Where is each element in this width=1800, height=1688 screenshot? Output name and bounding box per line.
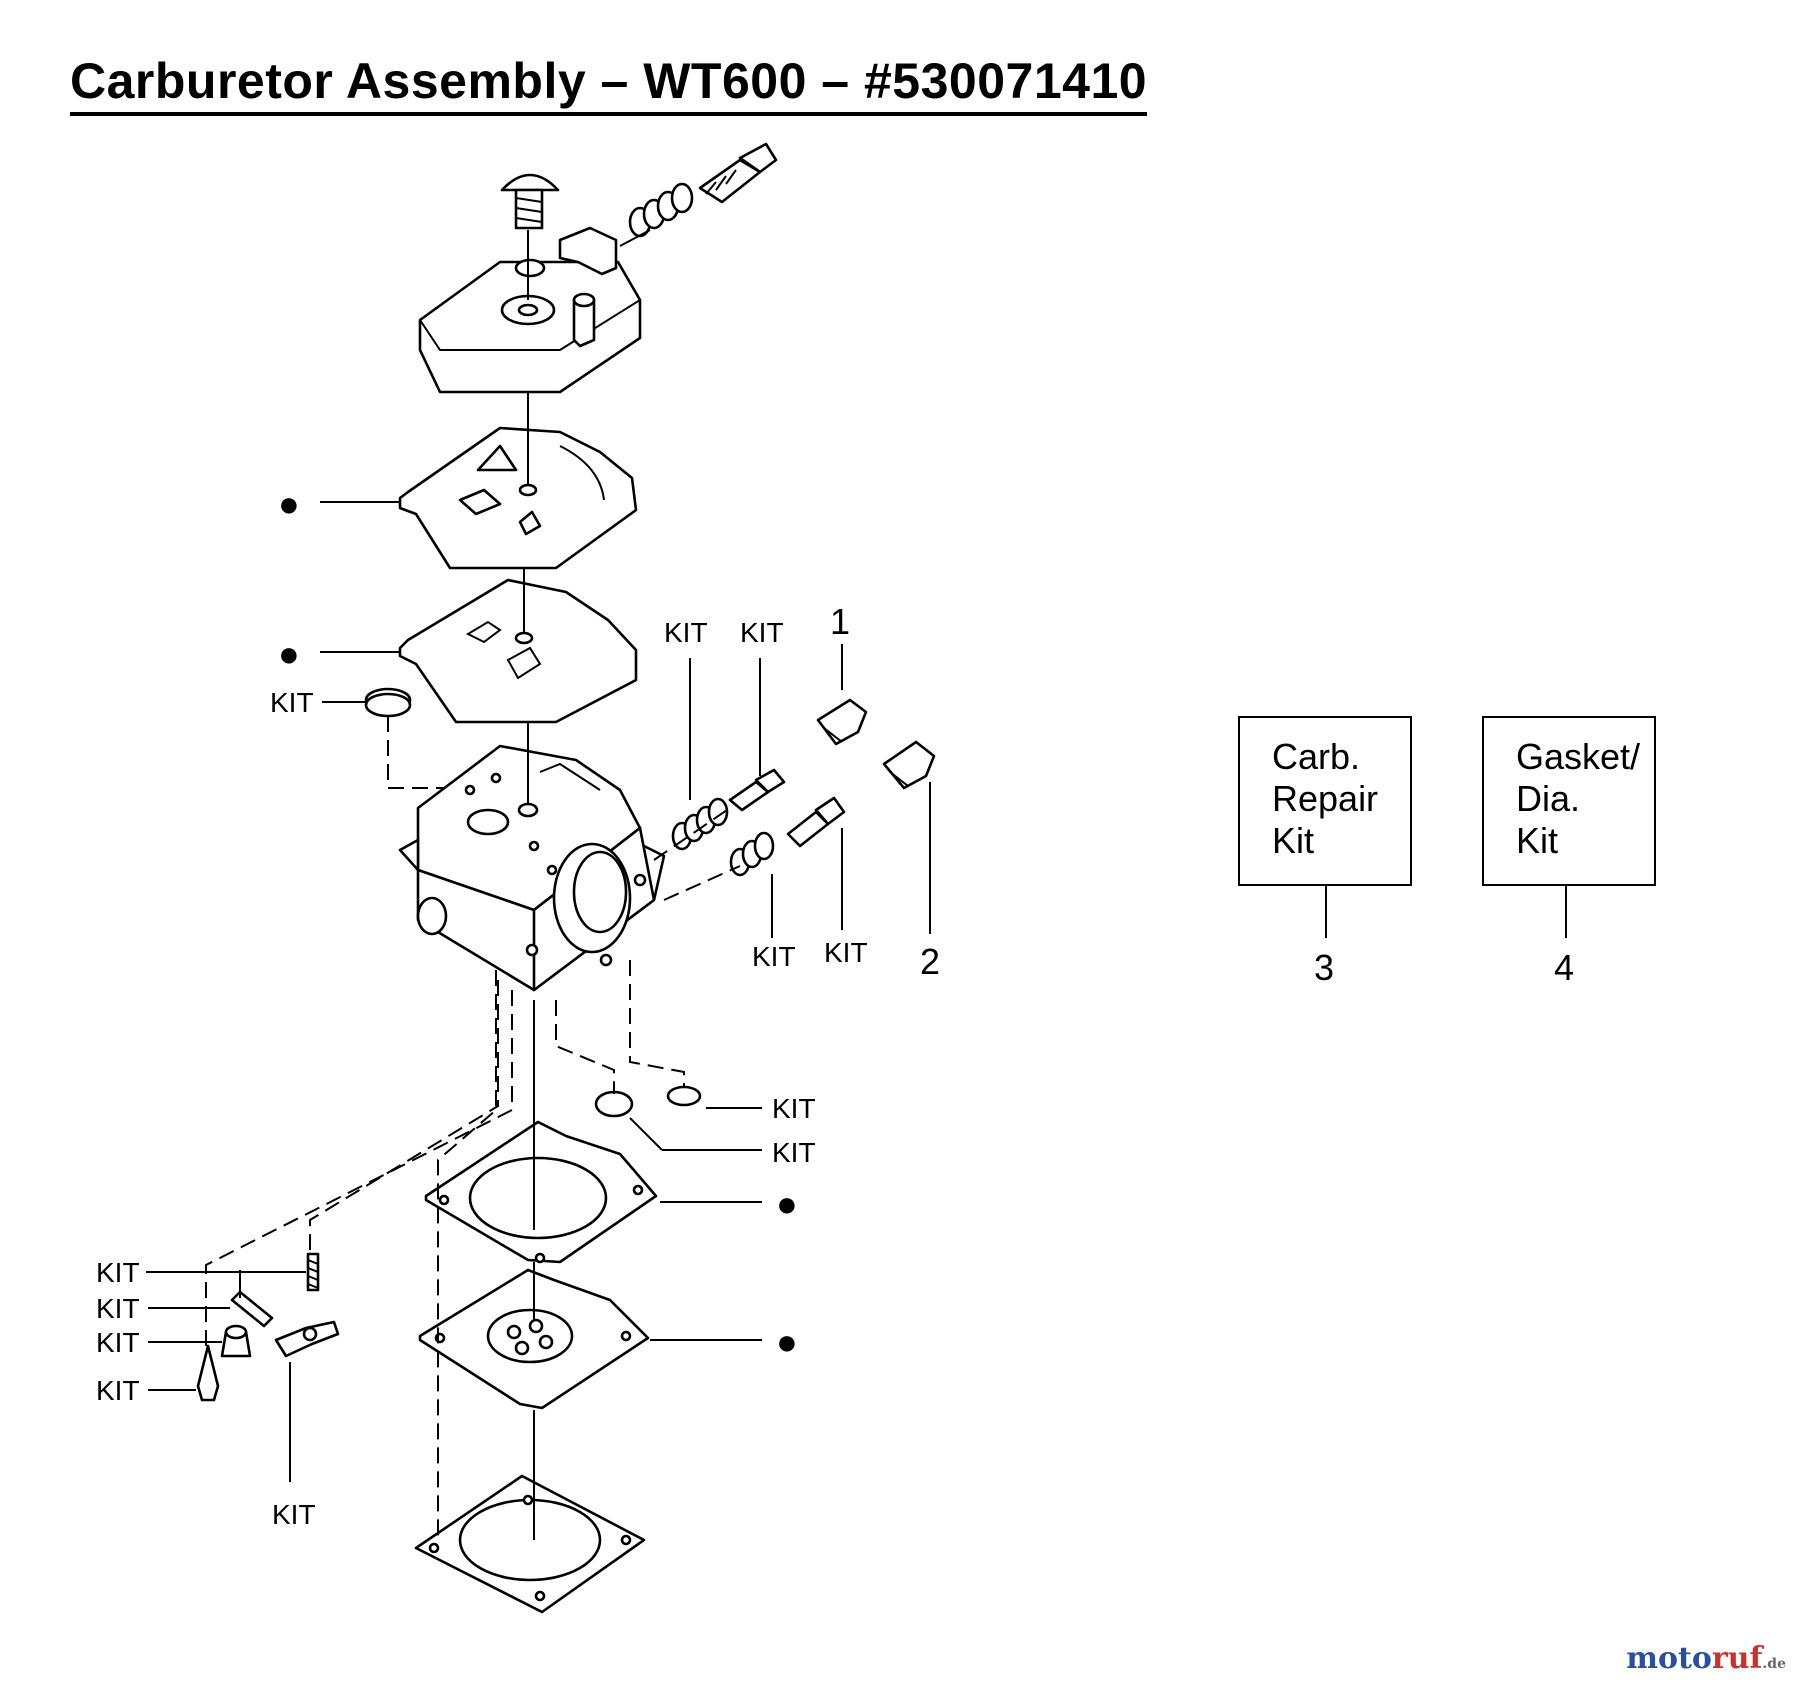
part-number-4: 4: [1554, 947, 1574, 988]
kit-box-line: Kit: [1516, 820, 1559, 861]
kit-box-line: Gasket/: [1516, 736, 1641, 777]
kit-box-line: Dia.: [1516, 778, 1581, 819]
kit-label: KIT: [272, 1499, 316, 1530]
low-speed-needle: [786, 796, 846, 848]
metering-spring: [306, 1252, 320, 1292]
part-number-2: 2: [920, 941, 940, 982]
high-speed-needle: [728, 768, 786, 812]
high-speed-spring: [671, 797, 729, 851]
watermark-text-blue: moto: [1626, 1641, 1712, 1676]
kit-label: KIT: [664, 617, 708, 648]
idle-screw-spring: [628, 182, 694, 238]
low-speed-spring: [729, 831, 775, 877]
part-number-1: 1: [830, 601, 850, 642]
page-title: Carburetor Assembly – WT600 – #530071410: [70, 50, 1148, 116]
pump-gasket: [398, 426, 638, 570]
kit-label: KIT: [96, 1375, 140, 1406]
kit-label: KIT: [752, 941, 796, 972]
kit-box-line: Kit: [1272, 820, 1315, 861]
lever-screw: [220, 1324, 252, 1358]
fuel-pump-cover: [418, 260, 642, 394]
check-valve: [594, 1090, 634, 1118]
carburetor-body: [398, 744, 666, 992]
kit-label: KIT: [270, 687, 314, 718]
leader-lines: [146, 501, 1567, 1482]
adjuster-bracket: [514, 226, 618, 278]
limiter-cap-2: [882, 740, 936, 790]
bullet-marker: ●: [776, 1321, 798, 1362]
kit-label: KIT: [96, 1293, 140, 1324]
watermark-logo: motoruf.de: [1626, 1641, 1786, 1676]
kit-label: KIT: [772, 1137, 816, 1168]
limiter-cap-1: [816, 698, 868, 746]
idle-adjust-screw: [698, 142, 778, 204]
inlet-needle: [196, 1344, 220, 1402]
bullet-marker: ●: [278, 633, 300, 674]
bullet-marker: ●: [278, 483, 300, 524]
inlet-screen: [364, 687, 412, 718]
kit-label: KIT: [96, 1257, 140, 1288]
gasket-dia-kit-box: Gasket/ Dia. Kit: [1482, 716, 1656, 886]
lever-pin: [230, 1290, 274, 1328]
carb-repair-kit-box: Carb. Repair Kit: [1238, 716, 1412, 886]
metering-lever: [274, 1320, 340, 1358]
bullet-marker: ●: [776, 1183, 798, 1224]
callout-labels: ● ● KIT KIT KIT 1 KIT KIT 2 KIT KIT ● ● …: [96, 483, 1574, 1530]
top-screw: [500, 173, 560, 230]
metering-cover: [414, 1474, 646, 1614]
pump-diaphragm: [398, 578, 638, 724]
kit-box-line: Carb.: [1272, 736, 1361, 777]
part-number-3: 3: [1314, 947, 1334, 988]
kit-label: KIT: [740, 617, 784, 648]
watermark-suffix: .de: [1762, 1656, 1786, 1672]
kit-box-line: Repair: [1272, 778, 1379, 819]
metering-screen: [666, 1085, 702, 1107]
watermark-text-red: ruf: [1711, 1641, 1763, 1676]
kit-label: KIT: [772, 1093, 816, 1124]
metering-diaphragm: [418, 1268, 650, 1410]
kit-label: KIT: [824, 937, 868, 968]
kit-label: KIT: [96, 1327, 140, 1358]
metering-gasket: [424, 1120, 658, 1264]
